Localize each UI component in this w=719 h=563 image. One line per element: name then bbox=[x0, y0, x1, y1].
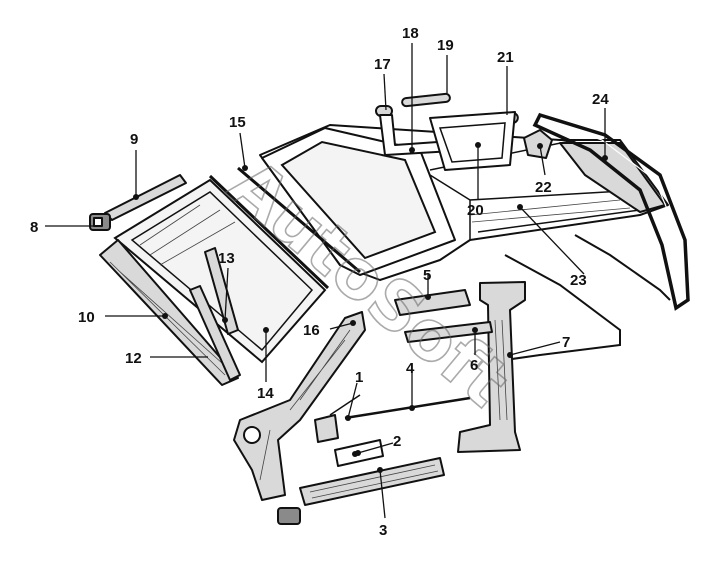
b-pillar bbox=[457, 281, 526, 453]
clip-bottom bbox=[277, 507, 301, 525]
clip-8 bbox=[89, 213, 111, 231]
label-12: 12 bbox=[125, 350, 142, 367]
label-17: 17 bbox=[374, 56, 391, 73]
leaders bbox=[45, 43, 606, 519]
trim-6 bbox=[404, 321, 493, 343]
rod-4 bbox=[344, 396, 471, 420]
door-sill bbox=[299, 457, 445, 506]
label-1: 1 bbox=[355, 369, 363, 386]
weather-strip bbox=[532, 112, 690, 311]
sunroof-glass bbox=[261, 127, 456, 276]
label-2: 2 bbox=[393, 433, 401, 450]
label-22: 22 bbox=[535, 179, 552, 196]
label-20: 20 bbox=[467, 202, 484, 219]
roof-rear-trim bbox=[559, 142, 666, 213]
drain-cable bbox=[504, 234, 671, 361]
label-14: 14 bbox=[257, 385, 274, 402]
label-8: 8 bbox=[30, 219, 38, 236]
label-18: 18 bbox=[402, 25, 419, 42]
bracket-1 bbox=[314, 394, 361, 443]
label-19: 19 bbox=[437, 37, 454, 54]
label-3: 3 bbox=[379, 522, 387, 539]
a-pillar bbox=[233, 311, 366, 501]
label-9: 9 bbox=[130, 131, 138, 148]
callout-labels: 1 2 3 4 5 6 7 8 9 10 11 12 13 14 15 16 1… bbox=[30, 25, 609, 539]
trim-5 bbox=[394, 289, 471, 316]
label-6: 6 bbox=[470, 357, 478, 374]
label-4: 4 bbox=[406, 360, 415, 377]
rail-15b bbox=[208, 174, 330, 290]
label-15: 15 bbox=[229, 114, 246, 131]
label-7: 7 bbox=[562, 334, 570, 351]
label-21: 21 bbox=[497, 49, 514, 66]
leader-dots bbox=[133, 142, 608, 473]
label-10: 10 bbox=[78, 309, 95, 326]
windshield-seal bbox=[99, 239, 239, 386]
rail-15 bbox=[237, 166, 361, 274]
label-24: 24 bbox=[592, 91, 609, 108]
label-5: 5 bbox=[423, 267, 431, 284]
label-23: 23 bbox=[570, 272, 587, 289]
label-13: 13 bbox=[218, 250, 235, 267]
label-16: 16 bbox=[303, 322, 320, 339]
wind-deflector bbox=[429, 111, 516, 171]
a-pillar-trim bbox=[189, 285, 241, 381]
wiper-arm bbox=[204, 247, 239, 335]
